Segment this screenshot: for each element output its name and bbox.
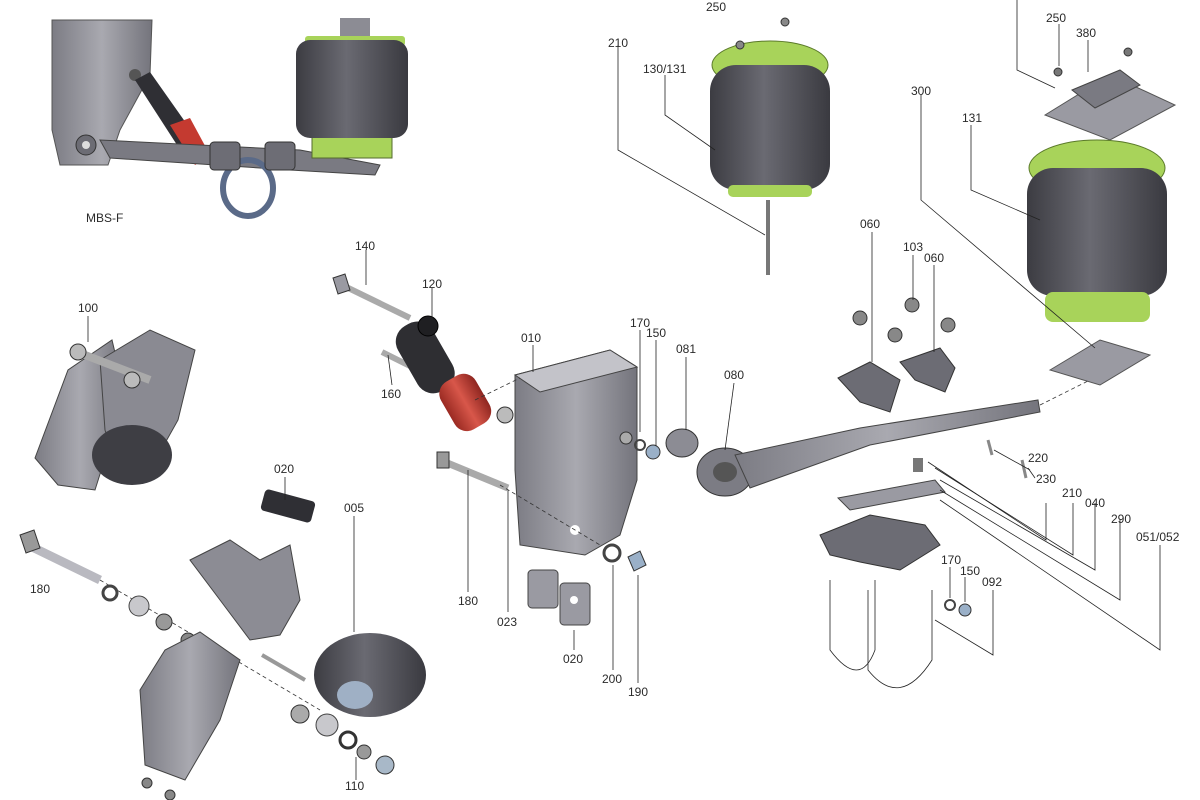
label-380: 380 xyxy=(1076,26,1096,40)
bracket-assembly-100 xyxy=(34,329,196,491)
label-060-right: 060 xyxy=(924,251,944,265)
hanger-and-shock xyxy=(332,273,647,626)
label-103: 103 xyxy=(903,240,923,254)
label-040: 040 xyxy=(1085,496,1105,510)
label-180-center: 180 xyxy=(458,594,478,608)
label-010: 010 xyxy=(521,331,541,345)
label-230: 230 xyxy=(1036,472,1056,486)
label-092: 092 xyxy=(982,575,1002,589)
label-140: 140 xyxy=(355,239,375,253)
label-180-left: 180 xyxy=(30,582,50,596)
label-005: 005 xyxy=(344,501,364,515)
label-051-052: 051/052 xyxy=(1136,530,1180,544)
label-210-right: 210 xyxy=(1062,486,1082,500)
caption-mbs-f: MBS-F xyxy=(86,211,123,225)
label-210-top: 210 xyxy=(608,36,628,50)
label-150-left: 150 xyxy=(646,326,666,340)
label-190: 190 xyxy=(628,685,648,699)
label-170-right: 170 xyxy=(941,553,961,567)
label-020-bottom: 020 xyxy=(563,652,583,666)
leaf-arm-and-axle-parts xyxy=(619,297,1152,688)
label-200: 200 xyxy=(602,672,622,686)
label-220: 220 xyxy=(1028,451,1048,465)
label-250-left: 250 xyxy=(706,0,726,14)
air-spring-131 xyxy=(1027,47,1177,322)
label-020-top: 020 xyxy=(274,462,294,476)
label-023: 023 xyxy=(497,615,517,629)
leader-lines xyxy=(87,0,1161,780)
label-110: 110 xyxy=(345,779,364,793)
label-060-left: 060 xyxy=(860,217,880,231)
label-290: 290 xyxy=(1111,512,1131,526)
air-spring-130 xyxy=(710,17,830,275)
assembled-view-mbs-f: MBS-F xyxy=(51,18,408,225)
label-080: 080 xyxy=(724,368,744,382)
label-160: 160 xyxy=(381,387,401,401)
label-081: 081 xyxy=(676,342,696,356)
label-150-right: 150 xyxy=(960,564,980,578)
label-170-left: 170 xyxy=(630,316,650,330)
label-131: 131 xyxy=(962,111,982,125)
part-labels: 005 010 020 020 023 040 051/052 060 060 … xyxy=(30,0,1180,793)
label-250-right: 250 xyxy=(1046,11,1066,25)
label-120: 120 xyxy=(422,277,442,291)
label-300: 300 xyxy=(911,84,931,98)
label-130-131: 130/131 xyxy=(643,62,687,76)
exploded-left-bottom xyxy=(19,489,426,800)
label-100: 100 xyxy=(78,301,98,315)
